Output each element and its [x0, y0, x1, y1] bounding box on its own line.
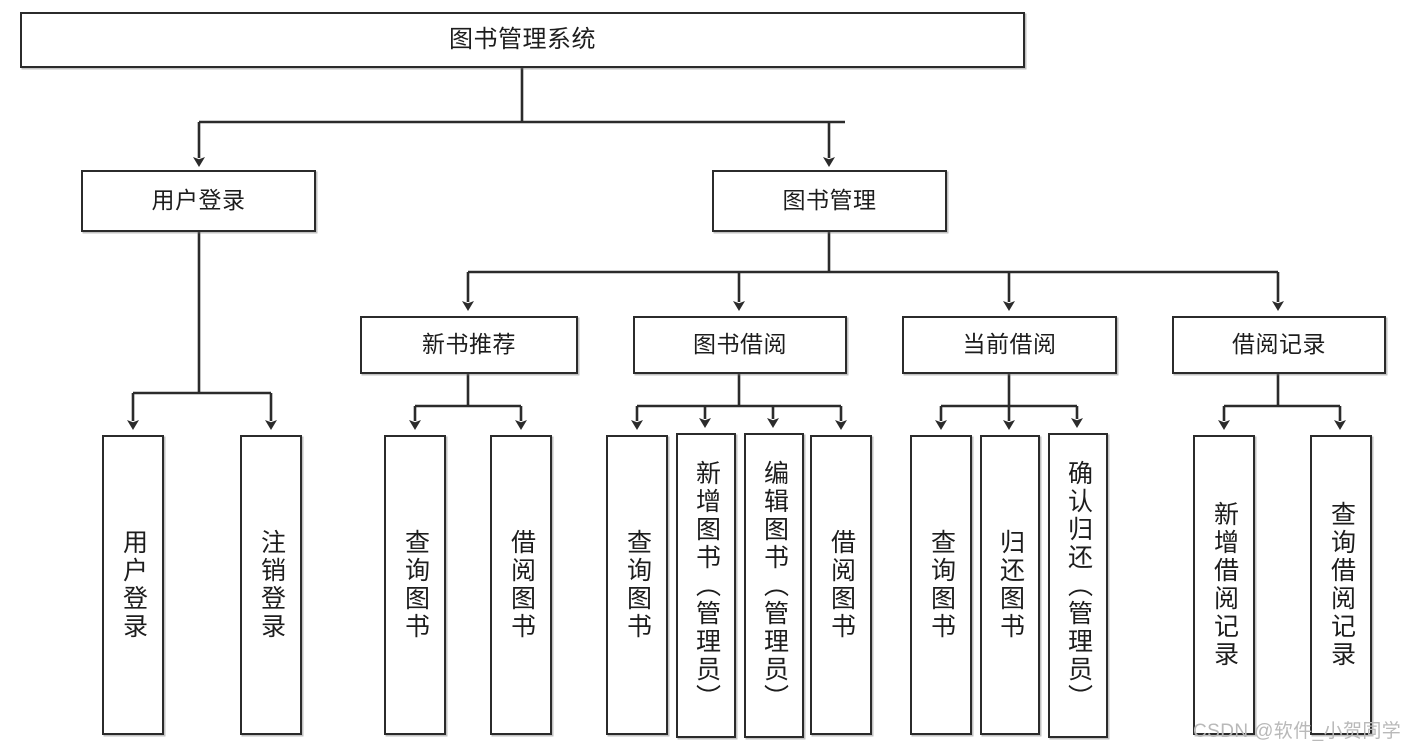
leaf-borrow-book-1[interactable]: 借阅图书: [490, 435, 552, 735]
node-user-login[interactable]: 用户登录: [81, 170, 316, 232]
node-current-borrow[interactable]: 当前借阅: [902, 316, 1117, 374]
leaf-query-book-3[interactable]: 查询图书: [910, 435, 972, 735]
node-book-manage[interactable]: 图书管理: [712, 170, 947, 232]
leaf-query-book-3-label: 查询图书: [927, 529, 956, 641]
leaf-borrow-book-1-label: 借阅图书: [507, 529, 536, 641]
leaf-add-book[interactable]: 新增图书（管理员）: [676, 433, 736, 738]
leaf-user-login-label: 用户登录: [119, 529, 148, 641]
leaf-borrow-book-2-label: 借阅图书: [827, 529, 856, 641]
csdn-watermark: CSDN @软件_小贺同学: [1193, 721, 1402, 742]
leaf-query-record[interactable]: 查询借阅记录: [1310, 435, 1372, 735]
leaf-edit-book-label: 编辑图书（管理员）: [760, 459, 789, 712]
leaf-confirm-return[interactable]: 确认归还（管理员）: [1048, 433, 1108, 738]
leaf-query-book-2-label: 查询图书: [623, 529, 652, 641]
leaf-return-book-label: 归还图书: [996, 529, 1025, 641]
leaf-query-book-2[interactable]: 查询图书: [606, 435, 668, 735]
node-book-borrow-label: 图书借阅: [693, 331, 787, 358]
node-new-book-recommend-label: 新书推荐: [422, 331, 516, 358]
node-book-borrow[interactable]: 图书借阅: [633, 316, 847, 374]
leaf-logout[interactable]: 注销登录: [240, 435, 302, 735]
leaf-add-record[interactable]: 新增借阅记录: [1193, 435, 1255, 735]
node-new-book-recommend[interactable]: 新书推荐: [360, 316, 578, 374]
node-root-label: 图书管理系统: [449, 25, 596, 53]
node-current-borrow-label: 当前借阅: [962, 331, 1057, 358]
leaf-logout-label: 注销登录: [257, 529, 286, 641]
node-root[interactable]: 图书管理系统: [20, 12, 1025, 68]
leaf-edit-book[interactable]: 编辑图书（管理员）: [744, 433, 804, 738]
leaf-add-book-label: 新增图书（管理员）: [692, 459, 721, 712]
leaf-query-book-1[interactable]: 查询图书: [384, 435, 446, 735]
leaf-borrow-book-2[interactable]: 借阅图书: [810, 435, 872, 735]
node-user-login-label: 用户登录: [151, 187, 246, 214]
leaf-return-book[interactable]: 归还图书: [980, 435, 1040, 735]
leaf-query-record-label: 查询借阅记录: [1327, 501, 1356, 669]
node-borrow-record-label: 借阅记录: [1232, 331, 1326, 358]
leaf-add-record-label: 新增借阅记录: [1210, 501, 1239, 669]
leaf-confirm-return-label: 确认归还（管理员）: [1064, 459, 1093, 712]
leaf-query-book-1-label: 查询图书: [401, 529, 430, 641]
node-book-manage-label: 图书管理: [782, 187, 877, 214]
leaf-user-login[interactable]: 用户登录: [102, 435, 164, 735]
node-borrow-record[interactable]: 借阅记录: [1172, 316, 1386, 374]
